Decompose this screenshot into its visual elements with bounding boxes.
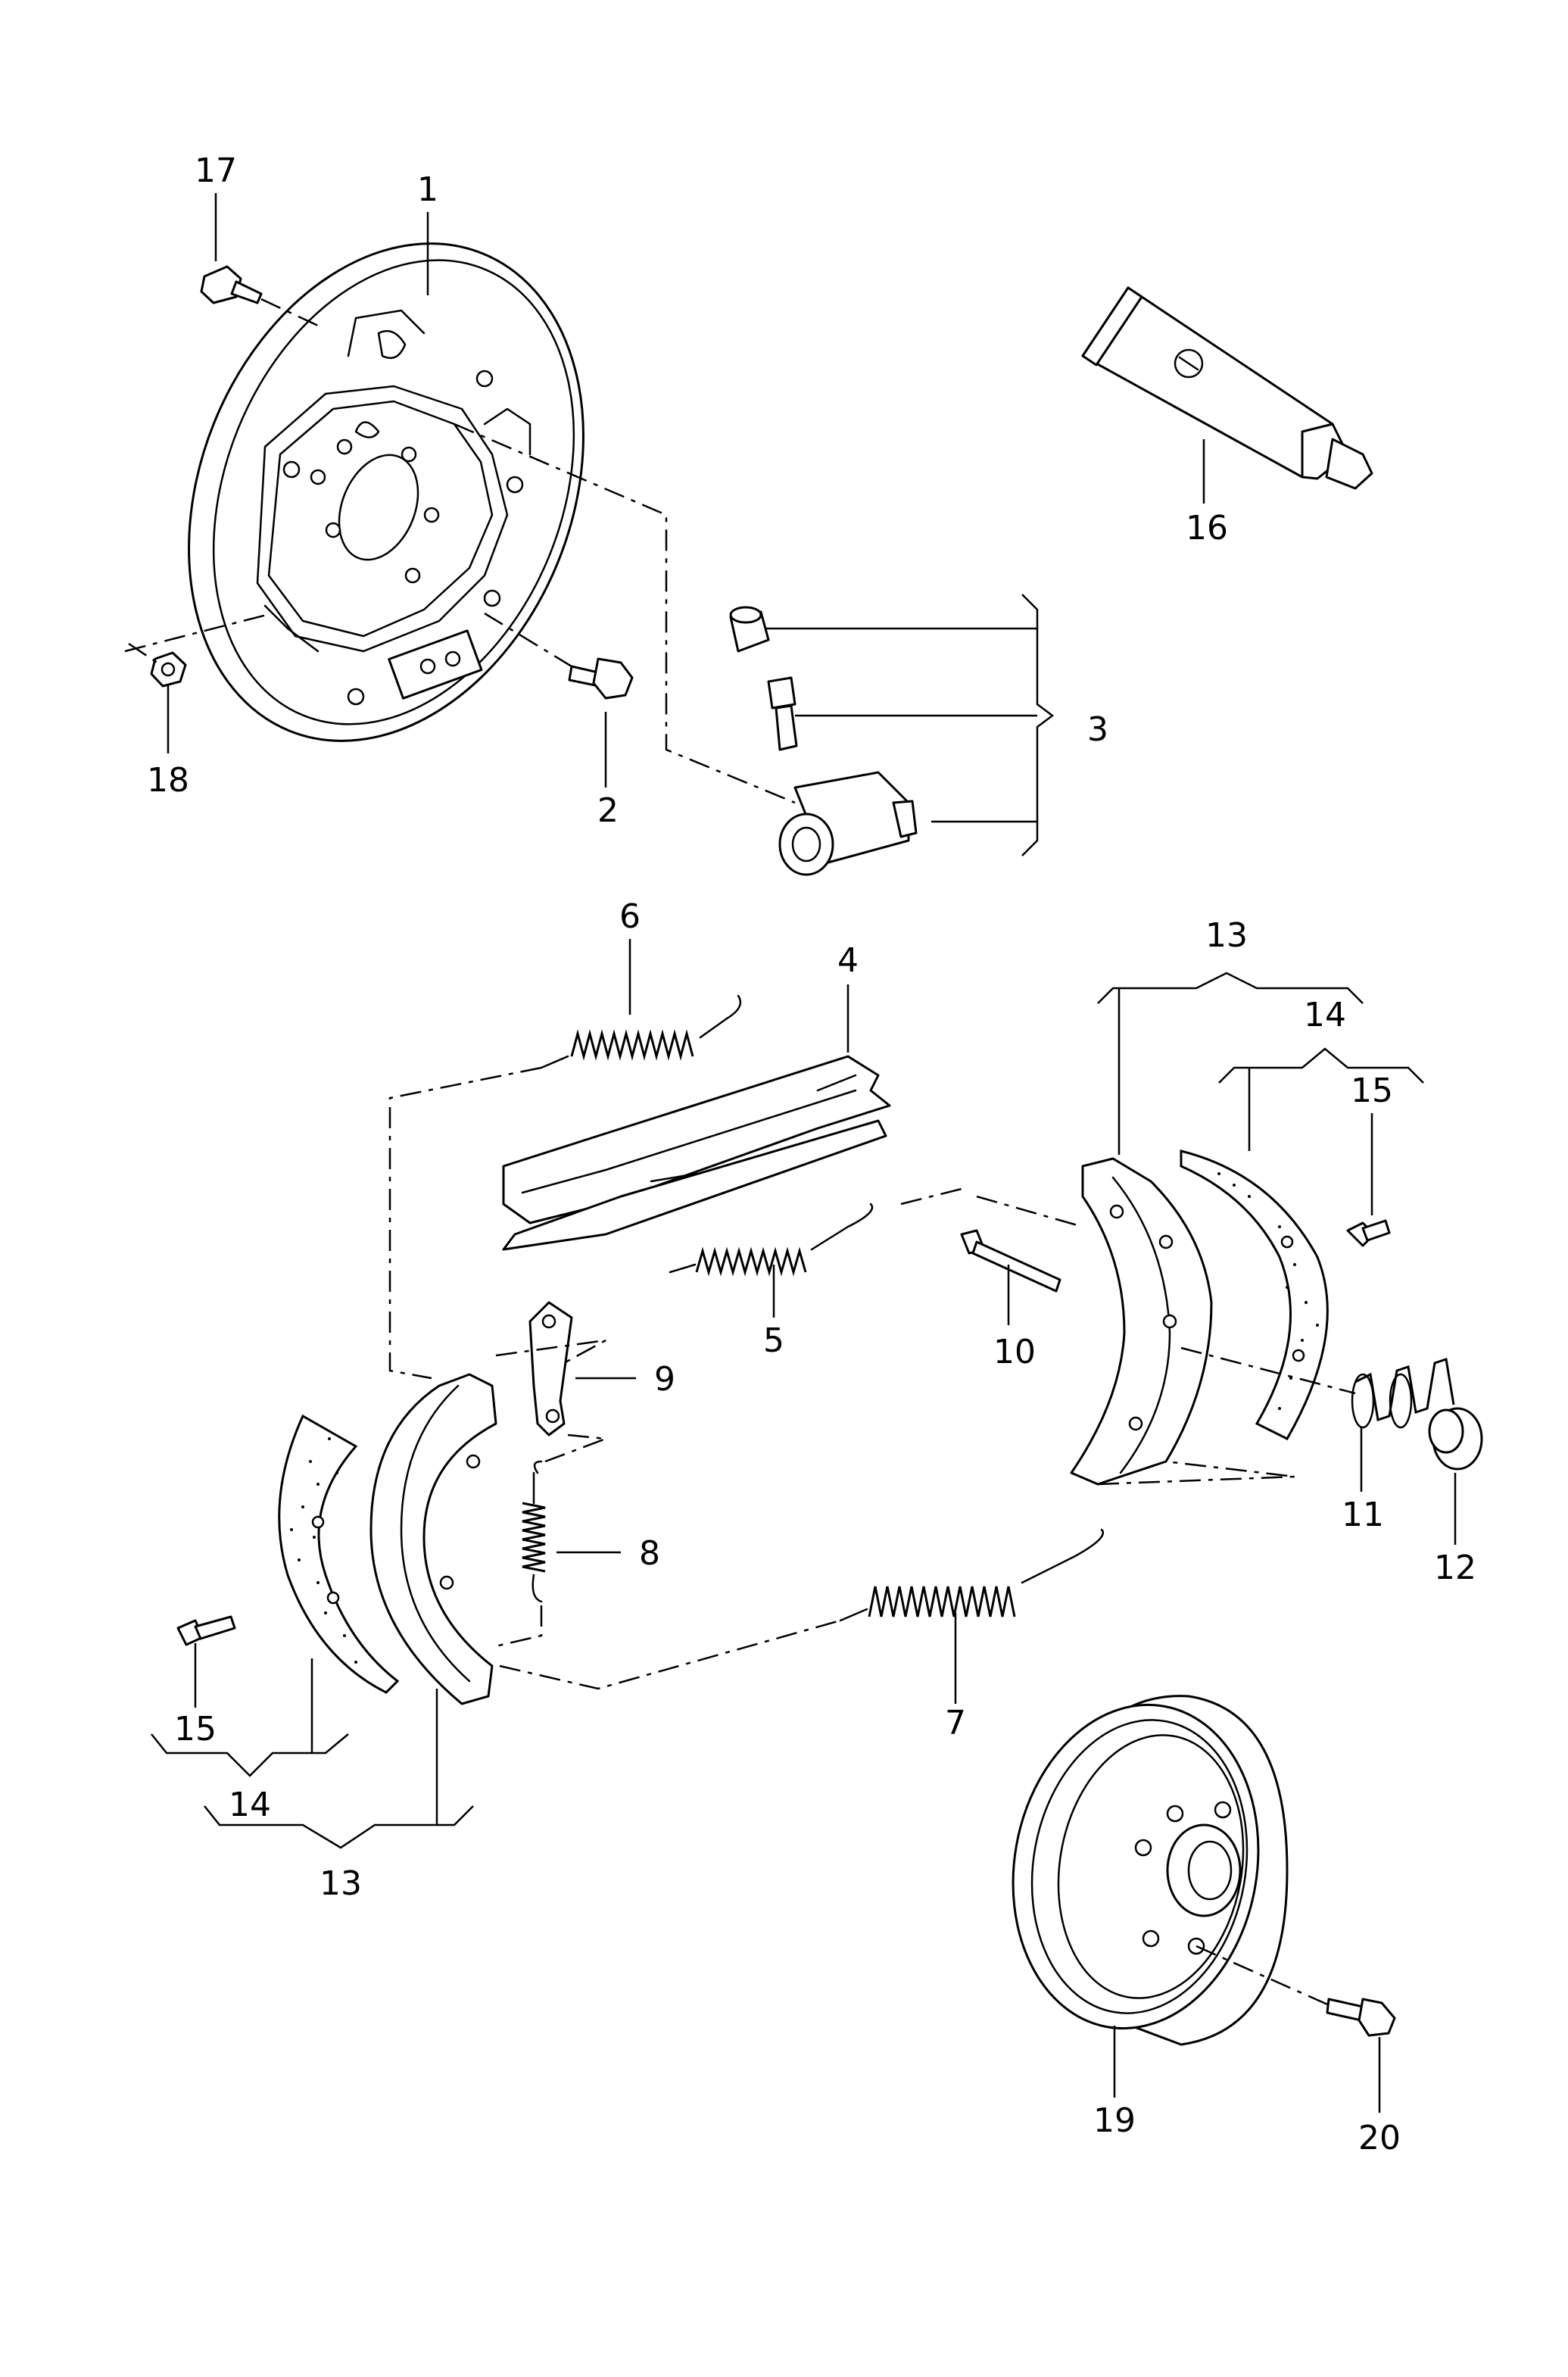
callout-18: 18 — [147, 761, 189, 800]
brake-shoe-left — [369, 1373, 497, 1705]
callout-3: 3 — [1087, 710, 1108, 749]
callout-labels: 17 1 16 18 2 3 6 4 13 14 15 9 5 10 8 11 … — [147, 151, 1476, 2157]
hold-down-pin-10 — [960, 1229, 1061, 1293]
callout-5: 5 — [763, 1321, 784, 1360]
callout-2: 2 — [597, 791, 619, 830]
rivet-screw-15-right — [1346, 1219, 1391, 1247]
callout-10: 10 — [993, 1333, 1036, 1371]
callout-11: 11 — [1342, 1496, 1384, 1534]
callout-9: 9 — [654, 1360, 675, 1399]
callout-13-right: 13 — [1205, 916, 1248, 955]
spring-6 — [540, 994, 742, 1069]
callout-15-right: 15 — [1351, 1072, 1393, 1110]
bolt-2 — [568, 657, 634, 700]
callout-8: 8 — [639, 1534, 660, 1573]
spring-cup-12 — [1428, 1407, 1483, 1471]
parking-lever-9 — [528, 1301, 573, 1436]
wheel-cylinder-cap — [729, 606, 770, 653]
callout-12: 12 — [1434, 1549, 1476, 1587]
callout-14-left: 14 — [229, 1786, 271, 1824]
rivet-screw-15-left — [176, 1615, 236, 1646]
callout-7: 7 — [945, 1704, 966, 1742]
wheel-cylinder — [778, 771, 918, 876]
spring-8 — [522, 1460, 546, 1603]
hold-down-spring-11 — [1351, 1358, 1455, 1429]
callout-15-left: 15 — [174, 1710, 217, 1748]
callout-16: 16 — [1186, 509, 1228, 547]
bolt-17 — [200, 265, 319, 327]
grease-tube-16 — [1081, 286, 1373, 490]
callout-4: 4 — [837, 941, 859, 980]
leader-lines — [151, 193, 1457, 2113]
brake-shoe-right — [1070, 1157, 1213, 1486]
callout-6: 6 — [619, 897, 641, 936]
spring-7 — [839, 1528, 1104, 1622]
callout-17: 17 — [195, 151, 237, 190]
nut-18 — [150, 651, 187, 688]
callout-1: 1 — [417, 170, 438, 209]
callout-20: 20 — [1358, 2119, 1401, 2157]
callout-19: 19 — [1093, 2101, 1136, 2140]
assembly-lines — [124, 423, 1356, 2008]
brake-backing-plate — [188, 242, 584, 742]
brake-lining-left — [278, 1414, 400, 1694]
bleeder-valve — [767, 676, 798, 751]
callout-13-left: 13 — [320, 1864, 362, 1903]
brake-lining-right — [1180, 1150, 1329, 1440]
brake-drum-19 — [1012, 1695, 1289, 2046]
callout-14-right: 14 — [1304, 996, 1346, 1034]
bolt-20 — [1326, 1998, 1396, 2037]
spring-5 — [669, 1203, 874, 1277]
adjuster-strut-4 — [502, 1055, 891, 1251]
